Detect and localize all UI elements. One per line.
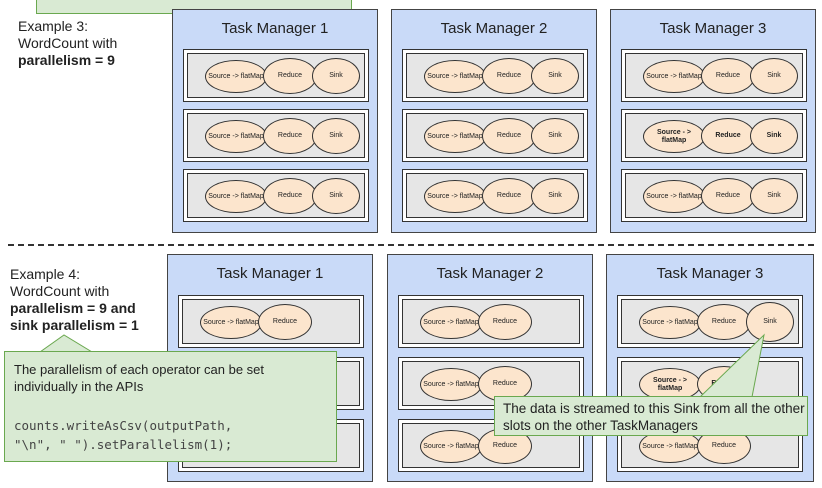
code-line-2: "\n", " ").setParallelism(1); [14, 437, 233, 452]
task-manager-title: Task Manager 3 [659, 20, 767, 37]
ex4-tm1-slot-1: Source -> flatMap Reduce [178, 295, 364, 348]
ex3-tm1-slot-1: Source -> flatMap Reduce Sink [183, 49, 369, 102]
source-flatmap-operator: Source - > flatMap [643, 120, 705, 153]
sink-operator: Sink [312, 178, 360, 214]
task-manager-title: Task Manager 2 [436, 265, 544, 282]
task-manager-title: Task Manager 1 [216, 265, 324, 282]
task-manager-title: Task Manager 3 [656, 265, 764, 282]
sink-operator: Sink [746, 302, 794, 342]
reduce-operator: Reduce [263, 178, 317, 214]
sink-stream-note: The data is streamed to this Sink from a… [494, 396, 808, 436]
sink-operator: Sink [750, 58, 798, 94]
ex4-task-manager-2: Task Manager 2 Source -> flatMap Reduce … [387, 254, 593, 482]
example3-label: Example 3: WordCount with parallelism = … [18, 18, 117, 69]
ex4-tm3-slot-1: Source -> flatMap Reduce Sink [617, 295, 803, 348]
source-flatmap-operator: Source -> flatMap [424, 120, 486, 153]
ex3-tm1-slot-2: Source -> flatMap Reduce Sink [183, 109, 369, 162]
sink-operator: Sink [312, 58, 360, 94]
reduce-operator: Reduce [697, 304, 751, 340]
source-flatmap-operator: Source -> flatMap [643, 180, 705, 213]
ex3-tm3-slot-2: Source - > flatMap Reduce Sink [621, 109, 807, 162]
sink-operator: Sink [750, 118, 798, 154]
source-flatmap-operator: Source -> flatMap [200, 306, 262, 339]
example4-line2: WordCount with [10, 283, 110, 299]
ex3-task-manager-3: Task Manager 3 Source -> flatMap Reduce … [610, 9, 816, 233]
ex3-tm1-slot-3: Source -> flatMap Reduce Sink [183, 169, 369, 222]
example4-line3: parallelism = 9 and [10, 300, 136, 316]
right-callout-pointer [698, 333, 765, 398]
source-flatmap-operator: Source -> flatMap [420, 306, 482, 339]
example4-line1: Example 4: [10, 266, 81, 282]
example4-line4: sink parallelism = 1 [10, 317, 139, 333]
ex4-tm2-slot-1: Source -> flatMap Reduce [398, 295, 584, 348]
source-flatmap-operator: Source -> flatMap [424, 60, 486, 93]
example3-line1: Example 3: [18, 18, 89, 34]
task-manager-title: Task Manager 2 [440, 20, 548, 37]
ex3-tm2-slot-1: Source -> flatMap Reduce Sink [402, 49, 588, 102]
reduce-operator: Reduce [701, 178, 755, 214]
reduce-operator: Reduce [258, 304, 312, 340]
code-line-1: counts.writeAsCsv(outputPath, [14, 418, 233, 433]
parallelism-note-text: The parallelism of each operator can be … [14, 362, 265, 394]
ex3-task-manager-2: Task Manager 2 Source -> flatMap Reduce … [391, 9, 597, 233]
sink-operator: Sink [312, 118, 360, 154]
sink-operator: Sink [531, 58, 579, 94]
sink-operator: Sink [531, 118, 579, 154]
reduce-operator: Reduce [482, 178, 536, 214]
sink-operator: Sink [531, 178, 579, 214]
ex4-tm2-slot-2: Source -> flatMap Reduce [398, 357, 584, 410]
ex3-tm2-slot-2: Source -> flatMap Reduce Sink [402, 109, 588, 162]
ex3-task-manager-1: Task Manager 1 Source -> flatMap Reduce … [172, 9, 378, 233]
source-flatmap-operator: Source -> flatMap [639, 306, 701, 339]
reduce-operator: Reduce [701, 118, 755, 154]
parallelism-note: The parallelism of each operator can be … [4, 351, 337, 462]
source-flatmap-operator: Source -> flatMap [205, 180, 267, 213]
left-callout-pointer [38, 334, 94, 353]
reduce-operator: Reduce [701, 58, 755, 94]
sink-operator: Sink [750, 178, 798, 214]
example3-line2: WordCount with [18, 35, 118, 51]
reduce-operator: Reduce [478, 304, 532, 340]
example3-line3: parallelism = 9 [18, 52, 115, 68]
reduce-operator: Reduce [482, 58, 536, 94]
task-manager-title: Task Manager 1 [221, 20, 329, 37]
source-flatmap-operator: Source -> flatMap [420, 430, 482, 463]
example4-label: Example 4: WordCount with parallelism = … [10, 266, 139, 334]
source-flatmap-operator: Source -> flatMap [205, 120, 267, 153]
ex3-tm3-slot-1: Source -> flatMap Reduce Sink [621, 49, 807, 102]
reduce-operator: Reduce [482, 118, 536, 154]
ex3-tm3-slot-3: Source -> flatMap Reduce Sink [621, 169, 807, 222]
ex3-tm2-slot-3: Source -> flatMap Reduce Sink [402, 169, 588, 222]
section-divider [8, 244, 814, 246]
reduce-operator: Reduce [263, 118, 317, 154]
sink-stream-note-text: The data is streamed to this Sink from a… [503, 401, 805, 433]
